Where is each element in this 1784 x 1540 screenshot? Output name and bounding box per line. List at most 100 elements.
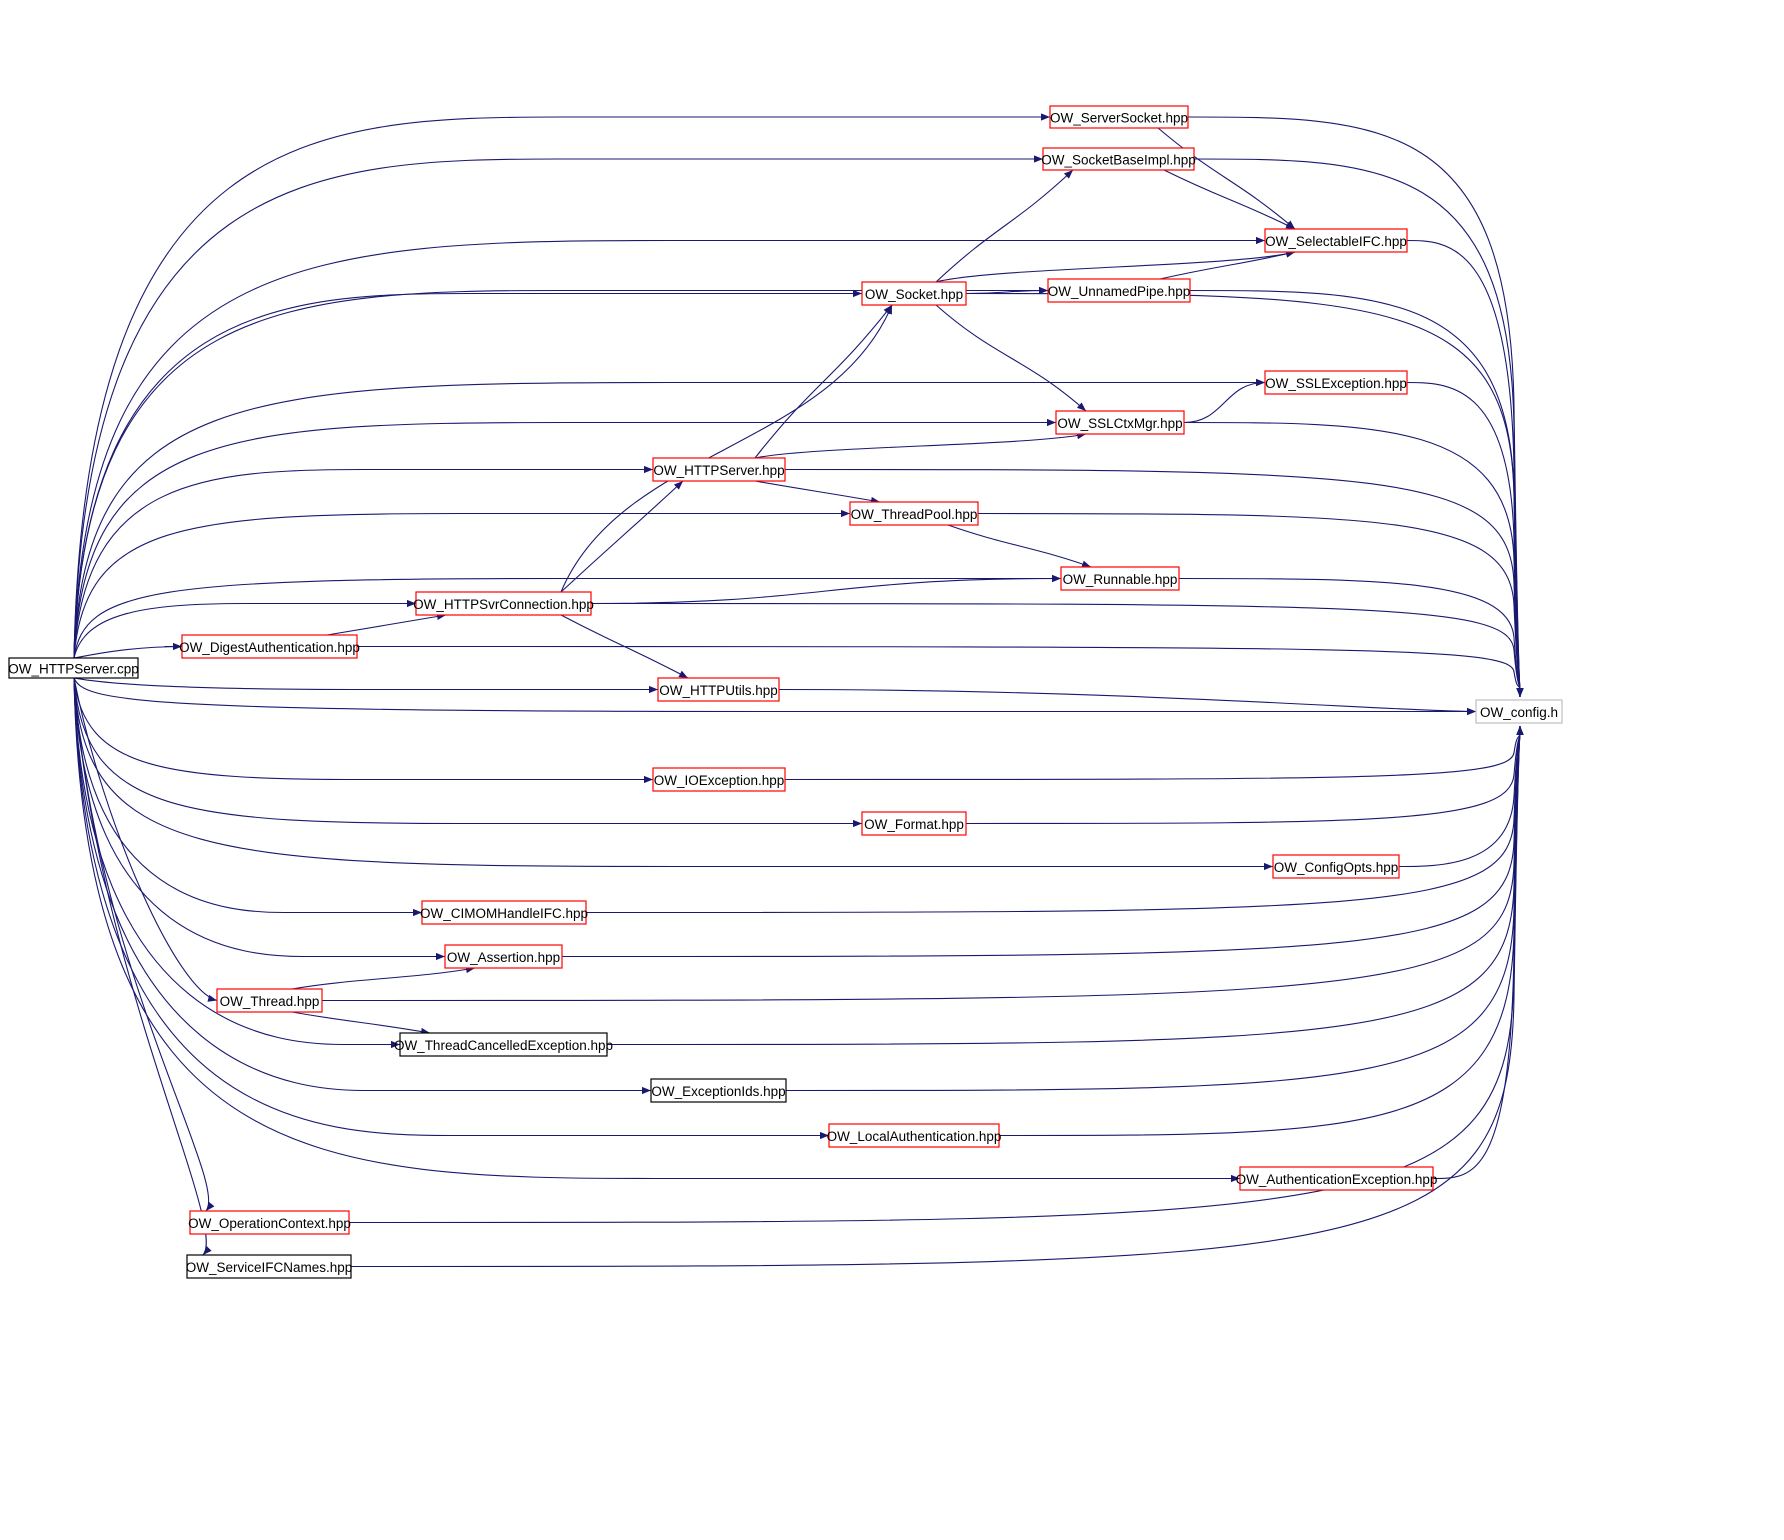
edge-n0-to-n15 bbox=[73, 677, 654, 784]
node-ow-serviceifcnames-hpp[interactable]: OW_ServiceIFCNames.hpp bbox=[186, 1254, 353, 1279]
node-label: OW_CIMOMHandleIFC.hpp bbox=[420, 906, 588, 921]
node-ow-socket-hpp[interactable]: OW_Socket.hpp bbox=[861, 281, 967, 306]
node-ow-runnable-hpp[interactable]: OW_Runnable.hpp bbox=[1060, 566, 1180, 591]
edge-n0-to-n18 bbox=[73, 677, 422, 917]
node-ow-serversocket-hpp[interactable]: OW_ServerSocket.hpp bbox=[1049, 105, 1189, 129]
node-ow-threadpool-hpp[interactable]: OW_ThreadPool.hpp bbox=[849, 501, 979, 526]
edge-n5-to-n14 bbox=[1189, 289, 1524, 698]
node-label: OW_HTTPServer.cpp bbox=[8, 662, 139, 677]
edges-layer bbox=[73, 113, 1524, 1268]
node-label: OW_SelectableIFC.hpp bbox=[1265, 234, 1407, 249]
edge-n0-to-n20 bbox=[73, 677, 218, 1002]
node-label: OW_SocketBaseImpl.hpp bbox=[1041, 153, 1196, 168]
node-box bbox=[828, 1123, 1000, 1148]
node-ow-httpserver-hpp[interactable]: OW_HTTPServer.hpp bbox=[652, 457, 786, 482]
node-ow-digestauthentication-hpp[interactable]: OW_DigestAuthentication.hpp bbox=[179, 634, 360, 659]
node-label: OW_ThreadCancelledException.hpp bbox=[394, 1038, 613, 1053]
node-label: OW_Assertion.hpp bbox=[447, 950, 560, 965]
edge-n4-to-n2 bbox=[935, 169, 1074, 283]
edge-n8-to-n4 bbox=[754, 304, 893, 459]
edge-n13-to-n14 bbox=[778, 688, 1477, 716]
node-box bbox=[1264, 370, 1408, 395]
node-box bbox=[415, 591, 592, 616]
edge-n0-to-n14 bbox=[73, 677, 1476, 716]
edge-n20-to-n21 bbox=[291, 1011, 431, 1035]
node-ow-exceptionids-hpp[interactable]: OW_ExceptionIds.hpp bbox=[650, 1078, 787, 1103]
node-box bbox=[421, 900, 587, 925]
node-ow-localauthentication-hpp[interactable]: OW_LocalAuthentication.hpp bbox=[827, 1123, 1002, 1148]
edge-n11-to-n4 bbox=[560, 304, 893, 593]
edge-n0-to-n9 bbox=[73, 509, 850, 659]
node-ow-threadcancelledexception-hpp[interactable]: OW_ThreadCancelledException.hpp bbox=[394, 1032, 613, 1057]
edge-n0-to-n17 bbox=[73, 677, 1273, 871]
node-ow-httpsvrconnection-hpp[interactable]: OW_HTTPSvrConnection.hpp bbox=[413, 591, 594, 616]
node-box bbox=[216, 988, 323, 1013]
edge-n3-to-n14 bbox=[1406, 239, 1524, 698]
node-label: OW_OperationContext.hpp bbox=[188, 1216, 351, 1231]
node-ow-configopts-hpp[interactable]: OW_ConfigOpts.hpp bbox=[1272, 854, 1400, 879]
edge-n24-to-n14 bbox=[1432, 725, 1524, 1180]
node-ow-cimomhandleifc-hpp[interactable]: OW_CIMOMHandleIFC.hpp bbox=[420, 900, 588, 925]
node-ow-httputils-hpp[interactable]: OW_HTTPUtils.hpp bbox=[657, 677, 780, 702]
node-box bbox=[189, 1210, 350, 1235]
node-label: OW_ConfigOpts.hpp bbox=[1274, 860, 1399, 875]
node-box bbox=[186, 1254, 352, 1279]
node-ow-authenticationexception-hpp[interactable]: OW_AuthenticationException.hpp bbox=[1236, 1166, 1438, 1191]
edge-n2-to-n3 bbox=[1163, 169, 1296, 230]
node-box bbox=[1264, 228, 1408, 253]
node-ow-config-h[interactable]: OW_config.h bbox=[1475, 699, 1563, 724]
edge-n4-to-n3 bbox=[935, 250, 1296, 283]
node-ow-thread-hpp[interactable]: OW_Thread.hpp bbox=[216, 988, 323, 1013]
edge-n0-to-n8 bbox=[73, 465, 653, 659]
edge-n0-to-n7 bbox=[73, 418, 1056, 659]
edge-n12-to-n14 bbox=[356, 645, 1524, 698]
node-box bbox=[652, 457, 786, 482]
node-ow-format-hpp[interactable]: OW_Format.hpp bbox=[861, 811, 967, 836]
edge-n11-to-n10 bbox=[590, 574, 1062, 605]
node-box bbox=[1060, 566, 1180, 591]
node-ow-selectableifc-hpp[interactable]: OW_SelectableIFC.hpp bbox=[1264, 228, 1408, 253]
node-box bbox=[1047, 278, 1191, 303]
node-label: OW_ServerSocket.hpp bbox=[1050, 111, 1188, 126]
node-ow-ioexception-hpp[interactable]: OW_IOException.hpp bbox=[652, 767, 786, 792]
node-label: OW_LocalAuthentication.hpp bbox=[827, 1129, 1002, 1144]
edge-n4-to-n14 bbox=[965, 292, 1524, 698]
node-label: OW_ExceptionIds.hpp bbox=[651, 1084, 785, 1099]
edge-n0-to-n24 bbox=[73, 677, 1240, 1183]
edge-n18-to-n14 bbox=[585, 725, 1524, 914]
edge-n0-to-n1 bbox=[73, 113, 1050, 659]
edge-n0-to-n3 bbox=[73, 236, 1265, 659]
node-label: OW_HTTPUtils.hpp bbox=[659, 683, 778, 698]
node-box bbox=[652, 767, 786, 792]
node-box bbox=[861, 811, 967, 836]
node-box bbox=[1272, 854, 1400, 879]
node-label: OW_SSLCtxMgr.hpp bbox=[1057, 416, 1182, 431]
node-ow-unnamedpipe-hpp[interactable]: OW_UnnamedPipe.hpp bbox=[1047, 278, 1191, 303]
node-box bbox=[444, 944, 563, 969]
node-ow-operationcontext-hpp[interactable]: OW_OperationContext.hpp bbox=[188, 1210, 351, 1235]
node-box bbox=[1475, 699, 1563, 724]
node-ow-sslexception-hpp[interactable]: OW_SSLException.hpp bbox=[1264, 370, 1408, 395]
edge-n25-to-n14 bbox=[348, 725, 1524, 1224]
node-box bbox=[657, 677, 780, 702]
node-ow-socketbaseimpl-hpp[interactable]: OW_SocketBaseImpl.hpp bbox=[1041, 147, 1196, 171]
node-ow-httpserver-cpp: OW_HTTPServer.cpp bbox=[8, 657, 139, 679]
edge-n0-to-n2 bbox=[73, 155, 1043, 659]
edge-n0-to-n22 bbox=[73, 677, 651, 1095]
edge-n15-to-n14 bbox=[784, 725, 1524, 781]
edge-n17-to-n14 bbox=[1398, 725, 1524, 868]
node-ow-sslctxmgr-hpp[interactable]: OW_SSLCtxMgr.hpp bbox=[1055, 410, 1185, 435]
edge-n0-to-n23 bbox=[73, 677, 829, 1140]
edge-n10-to-n14 bbox=[1178, 577, 1524, 698]
edge-n7-to-n14 bbox=[1183, 421, 1524, 698]
node-label: OW_IOException.hpp bbox=[654, 773, 785, 788]
node-ow-assertion-hpp[interactable]: OW_Assertion.hpp bbox=[444, 944, 563, 969]
edge-n0-to-n16 bbox=[73, 677, 862, 828]
node-box bbox=[399, 1032, 608, 1057]
node-label: OW_Runnable.hpp bbox=[1063, 572, 1178, 587]
node-label: OW_SSLException.hpp bbox=[1265, 376, 1407, 391]
nodes-layer: OW_HTTPServer.cpp OW_ServerSocket.hppOW_S… bbox=[8, 105, 1563, 1279]
edge-n11-to-n8 bbox=[560, 480, 684, 593]
edge-n20-to-n19 bbox=[291, 966, 476, 990]
